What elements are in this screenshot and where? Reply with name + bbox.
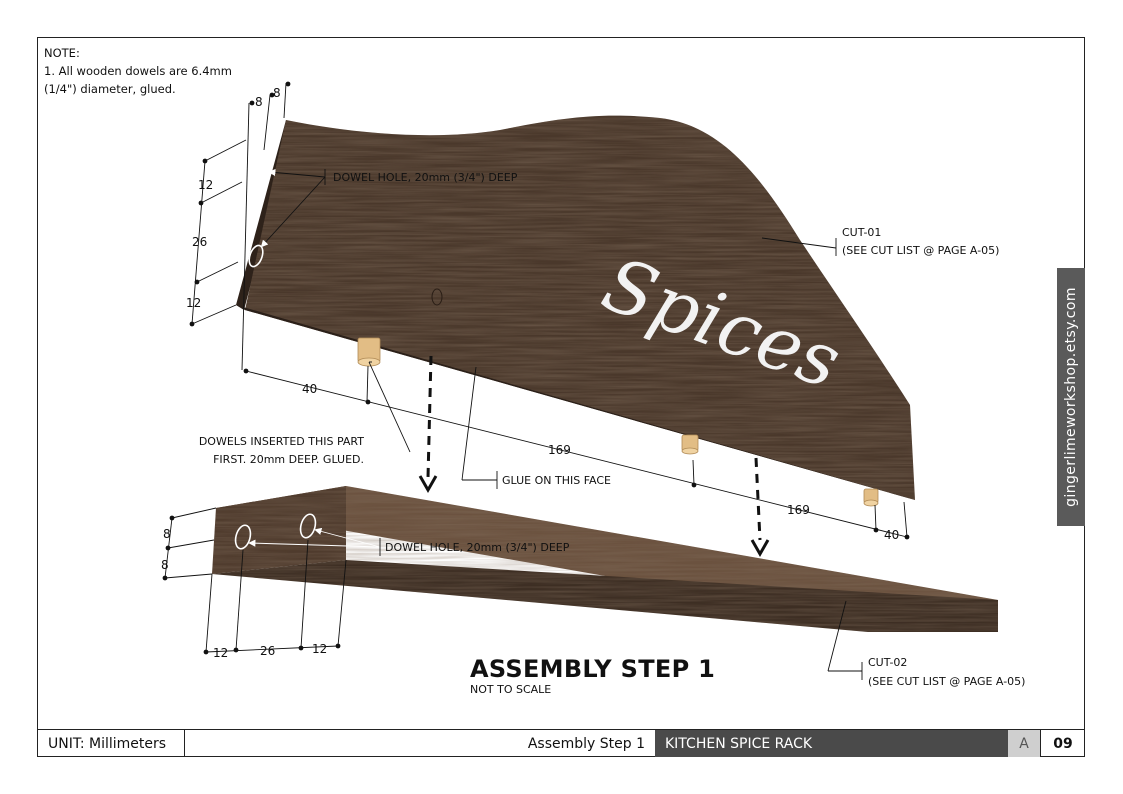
callout-dowels-line2: FIRST. 20mm DEEP. GLUED. [213,453,364,466]
dim-dowel-offset-left: 40 [302,382,317,396]
dim-top-spacing: 26 [192,235,207,249]
dim-bottom-height-a: 8 [163,527,171,541]
callout-cut01-ref: (SEE CUT LIST @ PAGE A-05) [842,244,999,257]
dim-dowel-spacing-2: 169 [787,503,810,517]
callout-cut01-title: CUT-01 [842,226,881,239]
title-block-unit: UNIT: Millimeters [37,730,185,757]
dim-top-edge-2: 12 [186,296,201,310]
assembly-subtitle: NOT TO SCALE [470,683,552,696]
note-heading: NOTE: [44,46,80,60]
dowel-right [863,488,879,507]
callout-dowels-line1: DOWELS INSERTED THIS PART [199,435,364,448]
leader-lines [164,82,908,680]
dim-top-thickness-a: 8 [255,95,263,109]
callout-cut02-title: CUT-02 [868,656,907,669]
top-board-end-face [236,120,286,310]
dim-bottom-edge-1: 12 [213,646,228,660]
callout-glue-face: GLUE ON THIS FACE [502,474,611,487]
hidden-hole-mark [431,288,443,306]
dim-top-edge-1: 12 [198,178,213,192]
assembly-title: ASSEMBLY STEP 1 [470,655,716,683]
dim-top-thickness-b: 8 [273,86,281,100]
title-block-revision: A [1008,730,1041,757]
dimension-dots [162,81,910,655]
callout-labels: DOWEL HOLE, 20mm (3/4") DEEP CUT-01 (SEE… [199,171,1026,688]
top-board-bottom-face [236,305,915,500]
callout-dowel-hole-bottom: DOWEL HOLE, 20mm (3/4") DEEP [385,541,570,554]
note-line-2: (1/4") diameter, glued. [44,82,176,96]
dim-bottom-edge-2: 12 [312,642,327,656]
bottom-board-cut02 [212,486,998,632]
dim-bottom-spacing: 26 [260,644,275,658]
top-dowel-hole-upper [254,158,270,182]
shop-url-text: gingerlimeworkshop.etsy.com [1063,287,1079,507]
dimension-labels: 8 8 12 26 12 40 169 169 40 8 8 12 26 12 [161,86,899,660]
title-block: UNIT: Millimeters Assembly Step 1 KITCHE… [37,729,1085,757]
callout-dowel-hole-top: DOWEL HOLE, 20mm (3/4") DEEP [333,171,518,184]
callout-cut02-ref: (SEE CUT LIST @ PAGE A-05) [868,675,1025,688]
dim-dowel-spacing-1: 169 [548,443,571,457]
dowels [357,337,879,507]
note-line-1: 1. All wooden dowels are 6.4mm [44,64,232,78]
note-block: NOTE: 1. All wooden dowels are 6.4mm (1/… [44,44,232,98]
dowel-middle [681,434,699,455]
bottom-dowel-hole-1 [234,524,252,550]
bottom-dowel-hole-2 [299,513,317,539]
title-block-sheet-name: Assembly Step 1 [527,735,645,752]
shop-url-tab: gingerlimeworkshop.etsy.com [1057,268,1085,526]
dim-bottom-height-b: 8 [161,558,169,572]
top-dowel-hole-lower [248,244,264,268]
title-block-page-number: 09 [1053,735,1073,752]
top-board-cut01: Spices [236,115,915,500]
title-block-project: KITCHEN SPICE RACK [655,730,1008,757]
assembly-arrows [418,355,770,558]
dim-dowel-offset-right: 40 [884,528,899,542]
